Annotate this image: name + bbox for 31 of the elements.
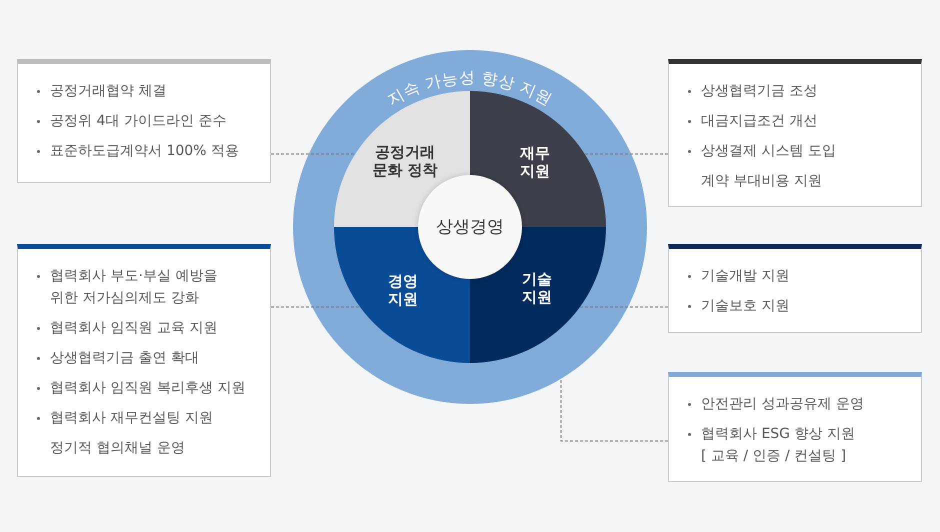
- list-item-text: 상생협력기금 출연 확대: [50, 349, 199, 368]
- list-item-text: 안전관리 성과공유제 운영: [701, 395, 864, 414]
- list-item-text: 표준하도급계약서 100% 적용: [50, 142, 239, 161]
- info-card: [668, 372, 922, 482]
- list-item-text: 정기적 협의채널 운영: [50, 439, 185, 458]
- leader-line: [560, 378, 668, 442]
- info-card: [668, 244, 922, 333]
- ring-title: 지속 가능성 향상 지원: [384, 68, 556, 110]
- segment-label: 경영 지원: [387, 272, 419, 308]
- list-item-text: 공정위 4대 가이드라인 준수: [50, 112, 226, 131]
- leader-line: [580, 306, 668, 308]
- list-item-text: 상생협력기금 조성: [701, 82, 818, 101]
- list-item-text: 협력회사 부도·부실 예방을 위한 저가심의제도 강화: [50, 267, 218, 308]
- leader-line: [270, 306, 360, 308]
- list-item-text: 기술보호 지원: [701, 297, 790, 316]
- center-label: 상생경영: [435, 216, 505, 238]
- segment-label: 공정거래 문화 정착: [371, 143, 439, 179]
- info-card: [668, 59, 922, 207]
- list-item-text: 공정거래협약 체결: [50, 82, 166, 101]
- list-item-text: 기술개발 지원: [701, 267, 790, 286]
- segment-label: 재무 지원: [518, 144, 551, 180]
- list-item-text: 협력회사 ESG 향상 지원 [ 교육 / 인증 / 컨설팅 ]: [701, 425, 856, 466]
- info-card: [17, 244, 271, 477]
- list-item-text: 협력회사 재무컨설팅 지원: [50, 409, 213, 428]
- list-item-text: 대금지급조건 개선: [701, 112, 818, 131]
- list-item-text: 협력회사 임직원 교육 지원: [50, 319, 218, 338]
- list-item-text: 협력회사 임직원 복리후생 지원: [50, 379, 246, 398]
- segment-label: 기술 지원: [521, 270, 553, 306]
- list-item-text: 계약 부대비용 지원: [701, 172, 822, 191]
- info-card: [17, 59, 271, 183]
- list-item-text: 상생결제 시스템 도입: [701, 142, 836, 161]
